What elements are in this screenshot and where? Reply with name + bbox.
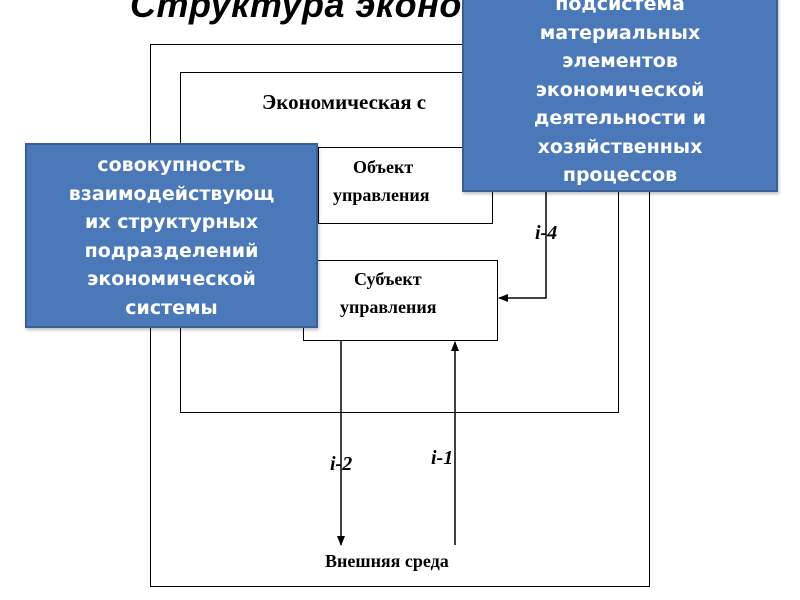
subject-label-line2: управления [340, 297, 437, 317]
callout-material-subsystem: подсистема материальных элементов эконом… [462, 0, 778, 192]
arrow-i4 [498, 185, 547, 302]
subject-box [303, 260, 498, 341]
economic-system-label: Экономическая с [262, 90, 427, 114]
link-label-i4: i-4 [535, 222, 558, 244]
external-environment-label: Внешняя среда [325, 551, 449, 571]
callout-structural-units-text: совокупность взаимодействующ их структур… [68, 154, 275, 319]
callout-structural-units: совокупность взаимодействующ их структур… [25, 143, 318, 328]
link-label-i2: i-2 [330, 453, 353, 475]
object-label-line2: управления [333, 185, 430, 205]
subject-label-line1: Субъект [354, 269, 422, 289]
link-label-i1: i-1 [431, 447, 454, 469]
callout-material-subsystem-text: подсистема материальных элементов эконом… [534, 0, 706, 186]
slide-title: Структура эконо [130, 0, 462, 25]
object-label-line1: Объект [353, 157, 414, 177]
